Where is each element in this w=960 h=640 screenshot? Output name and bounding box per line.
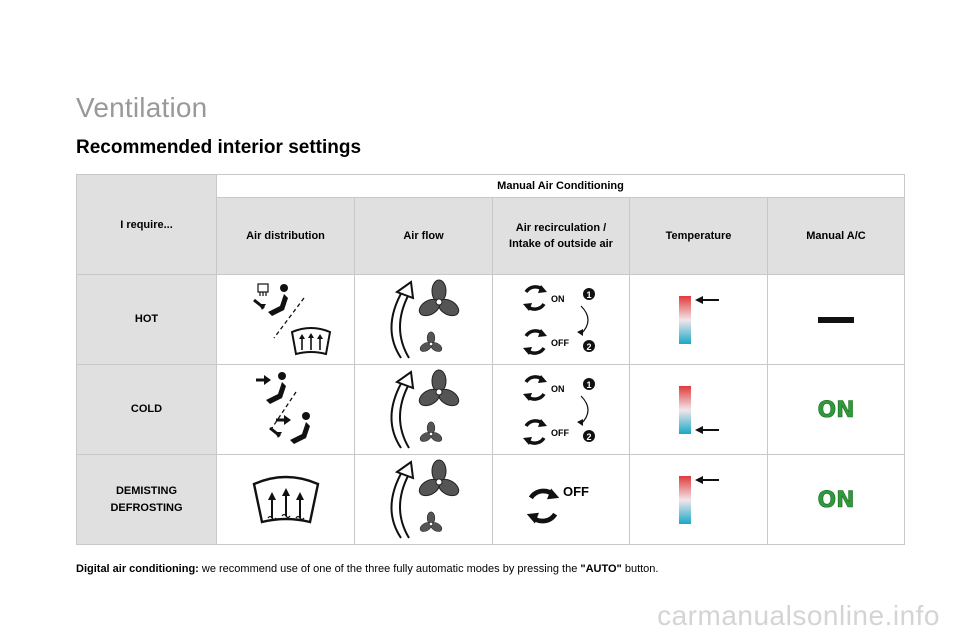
manual-ac-on-label: ON <box>817 487 855 513</box>
footer-text-after: button. <box>621 563 659 575</box>
manual-ac-dash-icon <box>818 316 855 323</box>
fan-speed-increase-icon <box>390 369 462 449</box>
recirculation-sequence-icon: ON OFF 1 2 <box>521 372 595 447</box>
footer-text-before: we recommend use of one of the three ful… <box>198 563 581 575</box>
footer-note: Digital air conditioning: we recommend u… <box>76 563 658 575</box>
section-title: Ventilation <box>76 92 208 123</box>
step-1-badge: 1 <box>586 290 591 300</box>
step-1-badge: 1 <box>586 380 591 390</box>
page-subtitle: Recommended interior settings <box>76 137 362 158</box>
group-header: Manual Air Conditioning <box>215 174 906 198</box>
step-2-badge: 2 <box>586 432 591 442</box>
fan-speed-increase-icon <box>390 279 462 359</box>
column-header-air-flow: Air flow <box>354 197 493 275</box>
column-header-temperature: Temperature <box>629 197 768 275</box>
step-2-badge: 2 <box>586 342 591 352</box>
settings-table: I require... Manual Air Conditioning Air… <box>76 174 906 545</box>
air-distribution-cold-icon <box>255 371 310 444</box>
recirc-bottom-label: OFF <box>551 428 569 438</box>
footer-auto-label: "AUTO" <box>580 563 622 575</box>
air-distribution-hot-icon <box>252 282 331 355</box>
table-row-hot: HOT <box>76 274 906 365</box>
temperature-cold-icon <box>678 385 719 434</box>
footwell-vent-icon <box>252 282 288 316</box>
column-header-air-recirculation: Air recirculation / Intake of outside ai… <box>492 197 630 275</box>
face-and-foot-vent-icon <box>268 411 310 444</box>
recirc-top-label: ON <box>551 384 565 394</box>
windscreen-demist-icon <box>290 326 331 355</box>
recirc-bottom-label: OFF <box>551 338 569 348</box>
temperature-hot-icon <box>678 475 719 524</box>
recirculation-off-icon: OFF <box>511 484 589 530</box>
footer-lead: Digital air conditioning: <box>76 563 199 575</box>
windscreen-demist-icon <box>252 475 319 523</box>
fan-speed-increase-icon <box>390 459 462 539</box>
row-label-demisting: DEMISTING DEFROSTING <box>76 454 217 545</box>
column-header-manual-ac: Manual A/C <box>766 197 906 275</box>
watermark: carmanualsonline.info <box>657 600 940 631</box>
face-vent-icon <box>255 371 286 404</box>
temperature-hot-icon <box>678 295 719 344</box>
manual-ac-on-text: ON <box>817 488 854 513</box>
column-header-air-distribution: Air distribution <box>216 197 355 275</box>
corner-label: I require... <box>76 174 217 275</box>
table-row-demisting: DEMISTING DEFROSTING OFF <box>76 454 906 545</box>
row-label-hot: HOT <box>76 274 217 365</box>
recirc-top-label: ON <box>551 294 565 304</box>
manual-ac-on-text: ON <box>817 398 854 423</box>
row-label-cold: COLD <box>76 364 217 455</box>
table-row-cold: COLD <box>76 364 906 455</box>
recirculation-sequence-icon: ON OFF 1 2 <box>521 282 595 357</box>
manual-ac-on-label: ON <box>817 397 855 423</box>
recirc-single-label: OFF <box>563 484 589 499</box>
